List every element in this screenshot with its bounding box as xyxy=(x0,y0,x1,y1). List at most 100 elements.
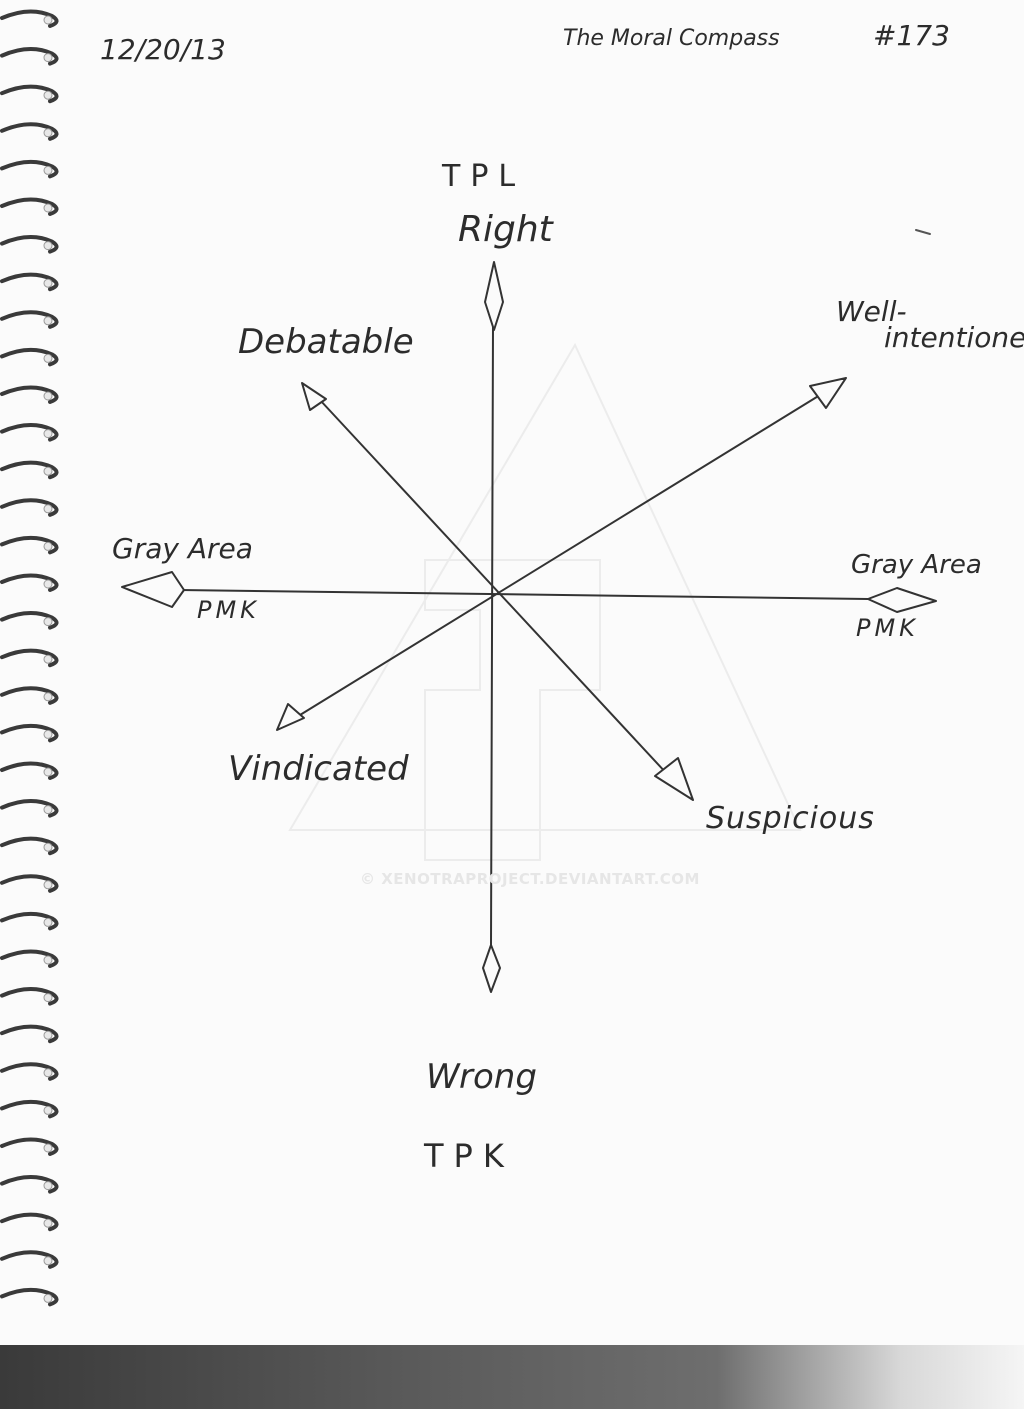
arrowhead-right-gray-area xyxy=(867,587,937,613)
binding-ring xyxy=(0,1137,59,1156)
binding-ring xyxy=(0,949,59,968)
binding-hole xyxy=(43,917,53,927)
binding-ring xyxy=(0,911,59,931)
binding-ring xyxy=(0,197,59,216)
binding-ring xyxy=(0,498,59,517)
binding-ring xyxy=(0,1175,59,1194)
label-wrong: Wrong xyxy=(426,1057,537,1097)
binding-ring xyxy=(0,347,59,367)
binding-hole xyxy=(43,1143,53,1153)
label-gray-area-left: Gray Area xyxy=(112,532,253,565)
axis-vertical xyxy=(490,324,494,946)
label-well-intentioned-line2: intentioned xyxy=(884,321,1024,354)
binding-ring xyxy=(0,423,59,442)
binding-ring xyxy=(0,648,59,668)
binding-hole xyxy=(43,504,53,514)
arrowhead-well-intentioned-triangle xyxy=(809,377,847,409)
binding-hole xyxy=(43,842,53,852)
binding-ring xyxy=(0,1212,59,1232)
stray-mark xyxy=(915,229,931,235)
binding-ring xyxy=(0,836,59,856)
binding-ring xyxy=(0,1062,59,1081)
binding-hole xyxy=(43,128,53,138)
binding-hole xyxy=(43,353,53,363)
binding-hole xyxy=(43,993,53,1003)
arrowhead-top-diamond xyxy=(484,261,504,331)
arrowhead-debatable-triangle xyxy=(301,382,327,411)
label-bottom-code: TPK xyxy=(424,1137,514,1175)
watermark-text: © XENOTRAPROJECT.DEVIANTART.COM xyxy=(360,870,700,888)
binding-ring xyxy=(0,535,59,555)
binding-hole xyxy=(43,90,53,100)
binding-hole xyxy=(43,767,53,777)
label-well-intentioned-line1: Well- xyxy=(836,295,907,328)
binding-hole xyxy=(43,165,53,175)
binding-ring xyxy=(0,84,59,104)
binding-hole xyxy=(43,1218,53,1228)
binding-hole xyxy=(43,241,53,251)
binding-ring xyxy=(0,1099,59,1119)
binding-hole xyxy=(43,617,53,627)
label-right: Right xyxy=(458,209,553,250)
binding-hole xyxy=(43,53,53,63)
binding-hole xyxy=(43,203,53,213)
binding-hole xyxy=(43,1256,53,1266)
binding-ring xyxy=(0,874,59,893)
binding-ring xyxy=(0,761,59,780)
binding-hole xyxy=(43,880,53,890)
axis-diagonal-debatable-suspicious xyxy=(319,399,669,776)
binding-hole xyxy=(43,1030,53,1040)
label-top-code: TPL xyxy=(442,159,526,194)
binding-ring xyxy=(0,723,59,743)
binding-hole xyxy=(43,278,53,288)
binding-ring xyxy=(0,1250,59,1269)
binding-hole xyxy=(43,805,53,815)
binding-hole xyxy=(43,692,53,702)
axis-horizontal xyxy=(179,589,869,600)
arrowhead-bottom-diamond xyxy=(482,944,501,993)
binding-ring xyxy=(0,686,59,705)
label-vindicated: Vindicated xyxy=(228,749,409,789)
binding-ring xyxy=(0,9,59,28)
binding-ring xyxy=(0,385,59,404)
binding-ring xyxy=(0,799,59,818)
binding-hole xyxy=(43,1068,53,1078)
binding-hole xyxy=(43,466,53,476)
label-pmk-left: PMK xyxy=(197,596,260,624)
header-title: The Moral Compass xyxy=(563,26,780,51)
label-debatable: Debatable xyxy=(238,322,414,362)
arrowhead-vindicated-triangle xyxy=(276,703,305,731)
binding-ring xyxy=(0,573,59,592)
scanner-shadow xyxy=(0,1345,1024,1409)
binding-ring xyxy=(0,987,59,1006)
binding-hole xyxy=(43,316,53,326)
binding-ring xyxy=(0,272,59,292)
header-number: #173 xyxy=(873,19,950,52)
binding-ring xyxy=(0,460,59,480)
binding-hole xyxy=(43,955,53,965)
spiral-binding xyxy=(0,9,59,1307)
binding-ring xyxy=(0,122,59,141)
binding-ring xyxy=(0,159,59,179)
binding-hole xyxy=(43,1293,53,1303)
axis-diagonal-well-intentioned-vindicated xyxy=(299,394,821,716)
binding-ring xyxy=(0,611,59,630)
binding-ring xyxy=(0,47,59,66)
binding-hole xyxy=(43,654,53,664)
binding-hole xyxy=(43,1105,53,1115)
watermark-logo xyxy=(288,342,802,861)
binding-ring xyxy=(0,235,59,254)
binding-hole xyxy=(43,1181,53,1191)
binding-hole xyxy=(43,541,53,551)
binding-hole xyxy=(43,429,53,439)
label-gray-area-right: Gray Area xyxy=(851,550,982,580)
binding-hole xyxy=(43,15,53,25)
arrowhead-left-gray-area xyxy=(121,571,185,608)
arrowhead-suspicious-triangle xyxy=(654,757,694,801)
binding-ring xyxy=(0,1024,59,1044)
binding-hole xyxy=(43,729,53,739)
binding-ring xyxy=(0,310,59,329)
binding-hole xyxy=(43,579,53,589)
label-suspicious: Suspicious xyxy=(706,801,875,836)
